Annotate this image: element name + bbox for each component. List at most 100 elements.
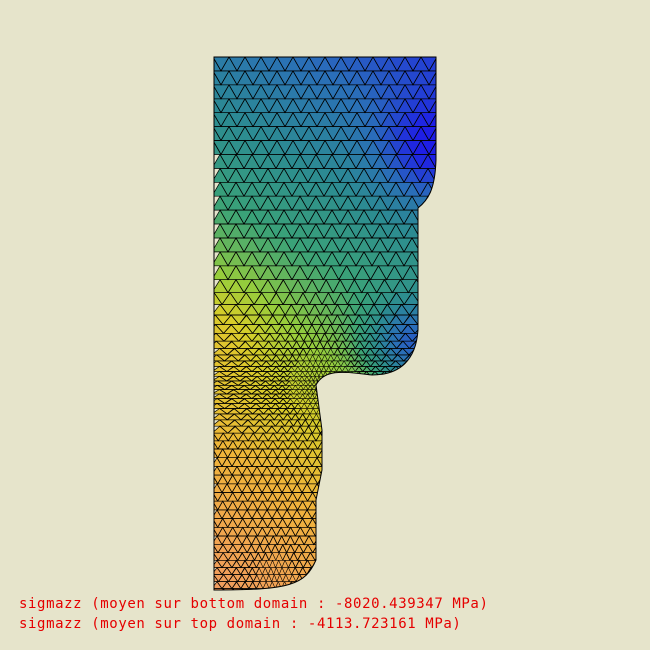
stress-cell xyxy=(429,552,436,561)
mesh-element xyxy=(406,366,422,372)
stress-cell xyxy=(406,509,418,520)
stress-cell xyxy=(352,500,364,511)
mesh-element xyxy=(444,154,460,168)
mesh-element xyxy=(351,376,360,382)
stress-cell xyxy=(427,292,436,305)
stress-cell xyxy=(361,465,373,476)
mesh-element xyxy=(372,425,385,434)
mesh-element xyxy=(427,419,436,427)
stress-cell xyxy=(444,293,460,305)
stress-cell xyxy=(418,403,435,409)
stress-cell xyxy=(430,354,436,362)
stress-cell xyxy=(421,483,433,493)
mesh-element xyxy=(371,474,384,485)
mesh-element xyxy=(416,457,428,468)
mesh-element xyxy=(379,567,391,576)
stress-cell xyxy=(336,440,348,450)
mesh-element xyxy=(342,375,350,382)
mesh-element xyxy=(349,526,362,537)
mesh-element xyxy=(341,448,354,459)
stress-cell xyxy=(314,567,326,575)
stress-cell xyxy=(337,398,345,404)
mesh-element xyxy=(419,209,436,225)
mesh-element xyxy=(393,398,407,404)
mesh-element xyxy=(352,389,360,395)
mesh-element xyxy=(426,432,436,442)
stress-cell xyxy=(316,509,328,520)
stress-cell xyxy=(327,393,333,399)
mesh-element xyxy=(438,449,448,458)
stress-cell xyxy=(343,403,351,410)
mesh-element xyxy=(418,535,430,546)
stress-cell xyxy=(331,384,338,391)
stress-cell xyxy=(372,544,384,554)
mesh-element xyxy=(356,483,368,494)
mesh-element xyxy=(365,559,377,569)
mesh-element xyxy=(399,402,414,409)
stress-cell xyxy=(317,517,329,528)
mesh-element xyxy=(333,535,345,546)
stress-cell xyxy=(367,413,378,421)
stress-cell xyxy=(424,526,436,537)
stress-cell xyxy=(362,413,373,421)
mesh-element xyxy=(371,509,383,519)
mesh-element xyxy=(386,384,399,391)
mesh-element xyxy=(389,425,403,434)
stress-cell xyxy=(351,440,363,450)
stress-cell xyxy=(433,588,436,590)
mesh-element xyxy=(361,448,374,459)
mesh-element xyxy=(326,376,332,382)
stress-cell xyxy=(366,393,376,400)
stress-cell xyxy=(416,432,428,442)
mesh-element xyxy=(361,492,374,502)
mesh-element xyxy=(415,279,434,294)
stress-cell xyxy=(440,553,450,561)
mesh-element xyxy=(356,457,368,468)
mesh-element xyxy=(328,535,340,546)
mesh-element xyxy=(443,475,453,484)
stress-cell xyxy=(386,440,398,450)
stress-cell xyxy=(377,544,389,554)
mesh-element xyxy=(331,465,343,476)
stress-cell xyxy=(444,196,460,210)
stress-cell xyxy=(347,500,359,511)
mesh-element xyxy=(318,535,330,546)
mesh-element xyxy=(416,517,429,528)
mesh-element xyxy=(336,483,348,494)
stress-cell xyxy=(394,581,406,590)
mesh-element xyxy=(377,544,389,554)
stress-cell xyxy=(367,474,379,485)
mesh-element xyxy=(396,483,408,494)
stress-cell xyxy=(350,408,360,415)
stress-cell xyxy=(323,380,329,387)
stress-cell xyxy=(350,398,359,404)
stress-cell xyxy=(401,380,416,386)
mesh-element xyxy=(391,432,403,442)
stress-cell xyxy=(331,393,338,399)
stress-cell xyxy=(417,517,429,528)
stress-cell xyxy=(330,375,336,382)
mesh-element xyxy=(383,425,397,434)
stress-cell xyxy=(274,587,283,590)
mesh-element xyxy=(366,432,378,442)
stress-cell xyxy=(374,526,386,537)
mesh-element xyxy=(435,181,436,197)
stress-cell xyxy=(385,408,399,415)
mesh-element xyxy=(420,380,436,386)
stress-cell xyxy=(405,559,417,569)
stress-cell xyxy=(333,535,345,546)
mesh-element xyxy=(426,509,436,520)
mesh-element xyxy=(340,376,347,382)
stress-cell xyxy=(321,407,329,415)
stress-cell xyxy=(413,380,430,386)
mesh-element xyxy=(406,466,418,476)
stress-cell xyxy=(362,518,374,528)
stress-cell xyxy=(432,518,436,528)
mesh-element xyxy=(346,398,355,404)
stress-cell xyxy=(313,588,325,590)
mesh-element xyxy=(332,375,339,382)
mesh-element xyxy=(435,195,436,211)
mesh-element xyxy=(381,500,394,511)
mesh-element xyxy=(406,389,422,395)
mesh-element xyxy=(346,432,358,442)
